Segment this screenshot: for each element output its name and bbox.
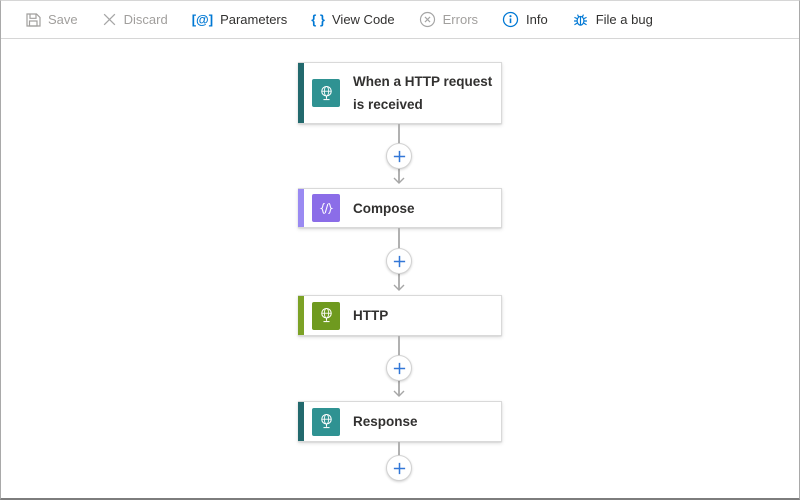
save-icon [25,12,41,28]
designer-toolbar: Save Discard [@] Parameters { } View Cod… [1,1,799,39]
parameters-button[interactable]: [@] Parameters [182,5,298,35]
workflow-node-compose[interactable]: Compose [298,188,502,228]
view-code-label: View Code [332,12,395,27]
save-label: Save [48,12,78,27]
plus-icon [393,362,405,374]
node-accent-bar [298,296,304,335]
discard-label: Discard [123,12,168,27]
node-title: Response [353,414,418,429]
arrow-down-icon [393,384,405,402]
errors-icon [419,11,436,28]
discard-button[interactable]: Discard [92,5,178,35]
node-title: HTTP [353,308,389,323]
info-button[interactable]: Info [492,5,558,35]
add-step-button-2[interactable] [386,248,412,274]
info-icon [502,11,519,28]
response-icon [312,407,340,436]
plus-icon [393,150,405,162]
save-button[interactable]: Save [15,5,88,35]
node-accent-bar [298,189,304,227]
plus-icon [393,462,405,474]
parameters-icon: [@] [191,12,214,27]
node-title: When a HTTP request is received [353,74,493,112]
node-title: Compose [353,200,415,216]
parameters-label: Parameters [220,12,288,27]
file-a-bug-button[interactable]: File a bug [562,5,663,35]
node-accent-bar [298,63,304,123]
workflow-node-http[interactable]: HTTP [298,295,502,336]
discard-icon [102,12,117,27]
arrow-down-icon [393,278,405,296]
add-step-button-3[interactable] [386,355,412,381]
compose-icon [312,194,340,222]
add-step-button-1[interactable] [386,143,412,169]
file-a-bug-label: File a bug [595,12,653,27]
http-icon [312,301,340,330]
bug-icon [572,11,589,28]
errors-button[interactable]: Errors [409,5,488,35]
node-accent-bar [298,402,304,441]
workflow-node-http-request-trigger[interactable]: When a HTTP request is received [298,62,502,124]
connector-line [398,442,400,456]
arrow-down-icon [393,171,405,189]
workflow-node-response[interactable]: Response [298,401,502,442]
plus-icon [393,255,405,267]
view-code-button[interactable]: { } View Code [301,5,404,35]
errors-label: Errors [442,12,479,27]
info-label: Info [526,12,548,27]
add-step-button-4[interactable] [386,455,412,481]
http-request-icon [312,79,340,107]
workflow-canvas: When a HTTP request is received Compo [1,40,799,498]
view-code-icon: { } [311,12,325,27]
